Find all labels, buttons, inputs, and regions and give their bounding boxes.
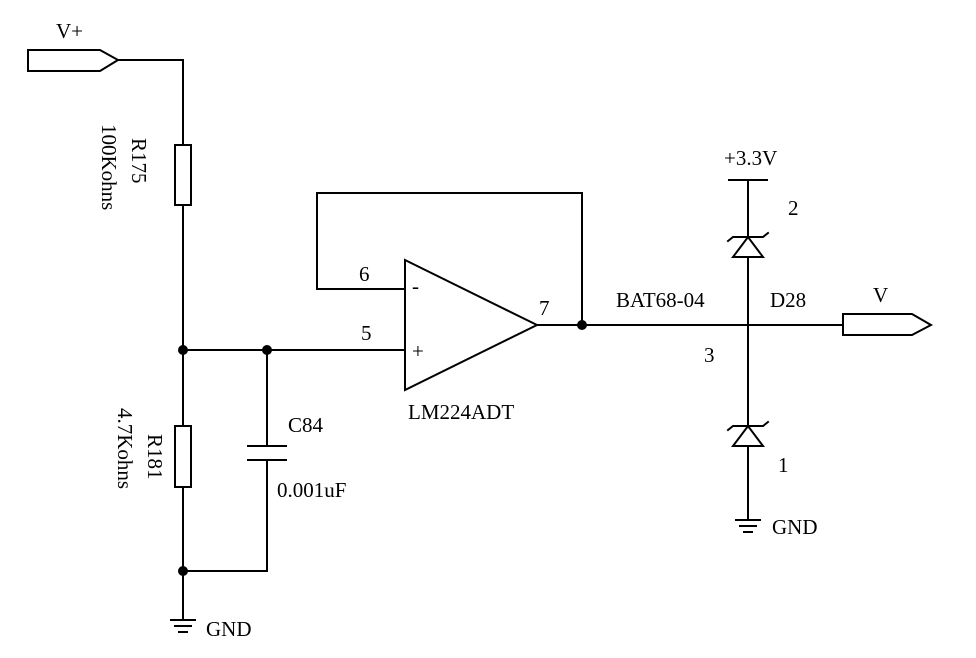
junction-dot (178, 345, 188, 355)
ground-symbol-left: GND (170, 607, 252, 641)
r181-ref: R181 (143, 434, 167, 480)
r175-ref: R175 (127, 138, 151, 184)
diode-d28: +3.3V 2 3 1 BAT68-04 D28 (616, 146, 806, 521)
resistor-r175: R175 100Kohns (97, 124, 192, 210)
diode-bar (726, 231, 770, 243)
opamp-lm224: - + 6 5 7 LM224ADT (316, 192, 587, 424)
resistor-r181: R181 4.7Kohns (113, 408, 192, 489)
c84-ref: C84 (288, 413, 324, 437)
wire-feedback (316, 192, 583, 326)
diode-pin3: 3 (704, 343, 715, 367)
ground-left-label: GND (206, 617, 252, 641)
divider-wires (117, 59, 406, 609)
diode-pin1: 1 (778, 453, 789, 477)
wire-c84-gnd (182, 459, 268, 572)
r175-value: 100Kohns (97, 124, 121, 210)
ground-right-label: GND (772, 515, 818, 539)
vout-port-shape (842, 313, 934, 336)
diode-part: BAT68-04 (616, 288, 705, 312)
capacitor-c84: C84 0.001uF (247, 413, 346, 502)
diode-pin2: 2 (788, 196, 799, 220)
wire-vplus-r175 (117, 59, 184, 146)
opamp-inv-sign: - (412, 274, 419, 298)
opamp-pin7: 7 (539, 296, 550, 320)
vplus-port-shape (27, 49, 120, 72)
diode-ref: D28 (770, 288, 806, 312)
diode-triangle (731, 235, 765, 258)
vout-label: V (873, 283, 888, 307)
r181-value: 4.7Kohns (113, 408, 137, 489)
ground-symbol-right: GND (735, 515, 818, 539)
opamp-body (404, 258, 540, 392)
junction-dot (262, 345, 272, 355)
diode-bar (726, 420, 770, 432)
opamp-noninv-sign: + (412, 339, 424, 363)
vplus-port: V+ (27, 19, 120, 72)
opamp-pin5: 5 (361, 321, 372, 345)
opamp-pin6: 6 (359, 262, 370, 286)
supply-label: +3.3V (724, 146, 777, 170)
vplus-label: V+ (56, 19, 83, 43)
resistor-body (174, 144, 192, 206)
vout-port: V (842, 283, 934, 336)
diode-triangle (731, 424, 765, 447)
junction-dot (178, 566, 188, 576)
resistor-body (174, 425, 192, 488)
opamp-part: LM224ADT (408, 400, 514, 424)
c84-value: 0.001uF (277, 478, 346, 502)
